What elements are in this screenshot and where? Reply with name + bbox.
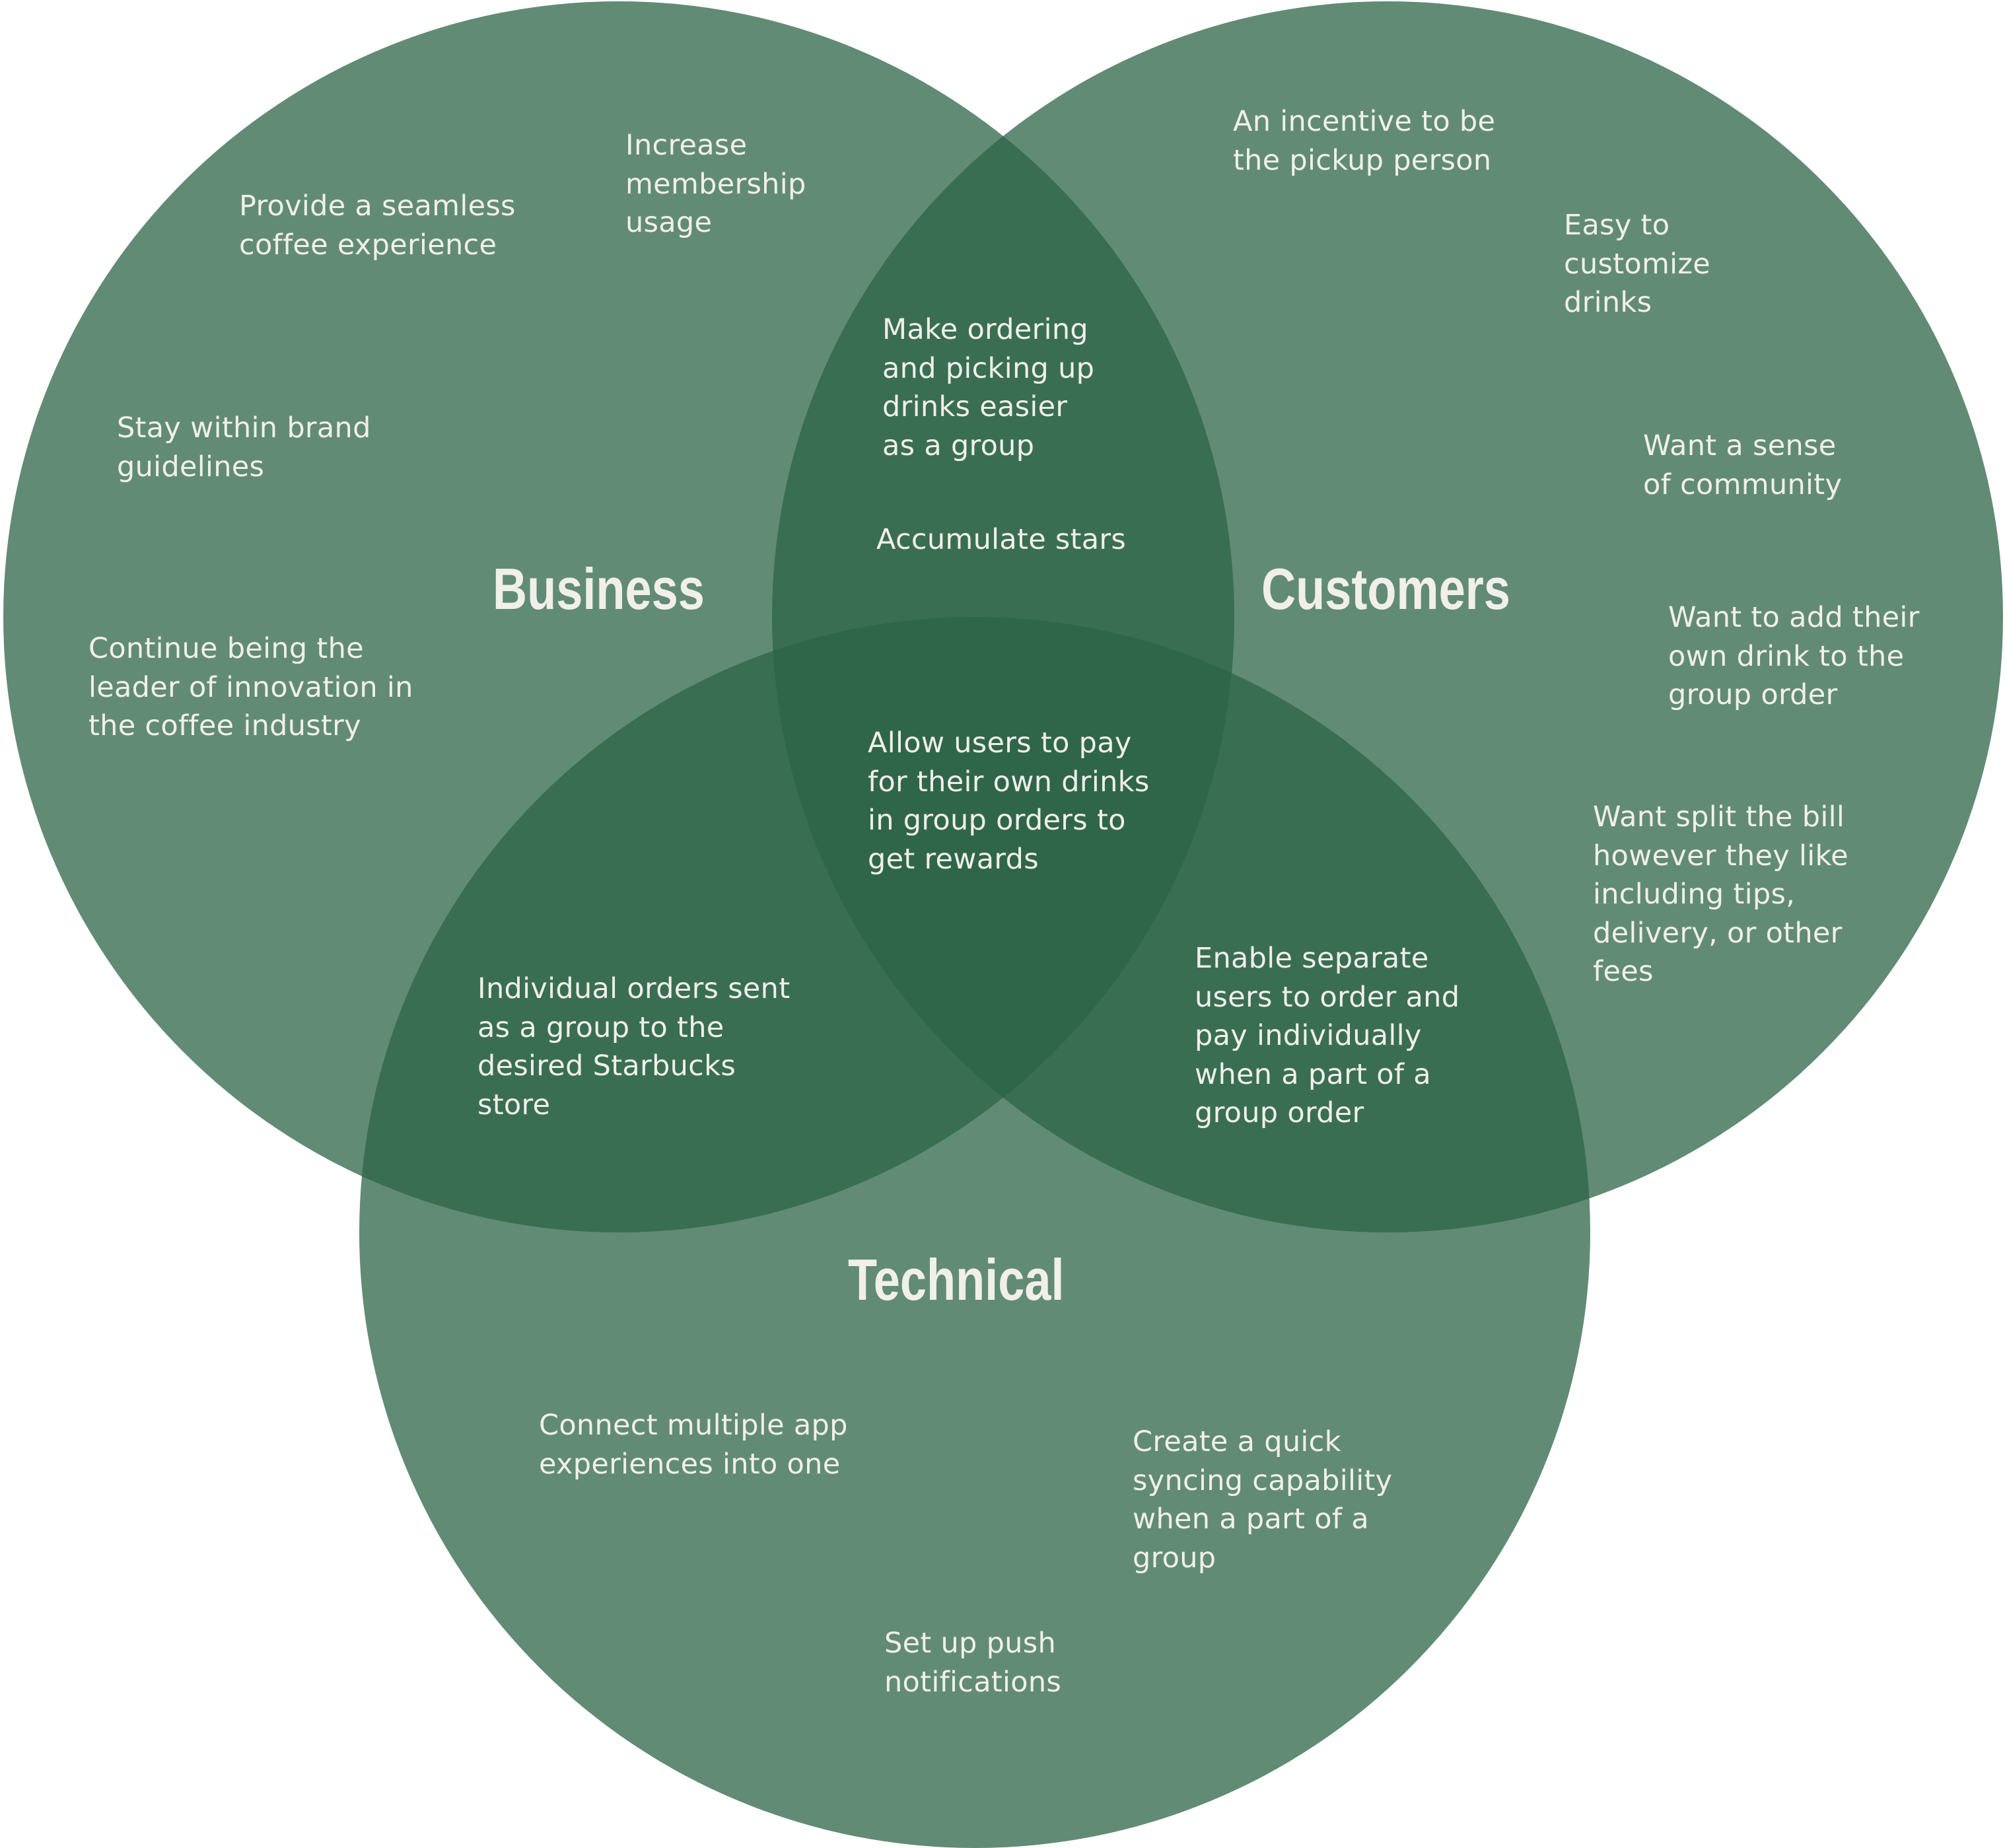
technical-note-push: Set up push notifications — [884, 1627, 1062, 1699]
business-technical-note-orders: Individual orders sent as a group to the… — [477, 972, 791, 1121]
customers-note-customize: Easy to customize drinks — [1564, 209, 1711, 319]
all-three-note-pay: Allow users to pay for their own drinks … — [868, 727, 1150, 876]
customers-technical-note-separate: Enable separate users to order and pay i… — [1195, 942, 1460, 1129]
customers-note-add-drink: Want to add their own drink to the group… — [1668, 601, 1920, 711]
business-note-brand: Stay within brand guidelines — [117, 411, 371, 483]
business-customers-note-stars: Accumulate stars — [876, 523, 1127, 556]
customers-note-incentive: An incentive to be the pickup person — [1233, 105, 1496, 177]
business-note-innovation: Continue being the leader of innovation … — [88, 632, 413, 742]
business-note-membership: Increase membership usage — [625, 129, 806, 239]
technical-note-connect: Connect multiple app experiences into on… — [539, 1409, 848, 1481]
customers-note-split-bill: Want split the bill however they like in… — [1593, 800, 1848, 988]
technical-set-label: Technical — [848, 1247, 1065, 1312]
technical-note-syncing: Create a quick syncing capability when a… — [1133, 1425, 1393, 1575]
business-set-label: Business — [493, 556, 705, 622]
customers-set-label: Customers — [1261, 556, 1510, 622]
business-note-seamless: Provide a seamless coffee experience — [239, 190, 516, 262]
business-customers-note-ordering: Make ordering and picking up drinks easi… — [882, 313, 1095, 462]
customers-note-community: Want a sense of community — [1643, 429, 1843, 501]
technical-circle — [359, 617, 1590, 1848]
